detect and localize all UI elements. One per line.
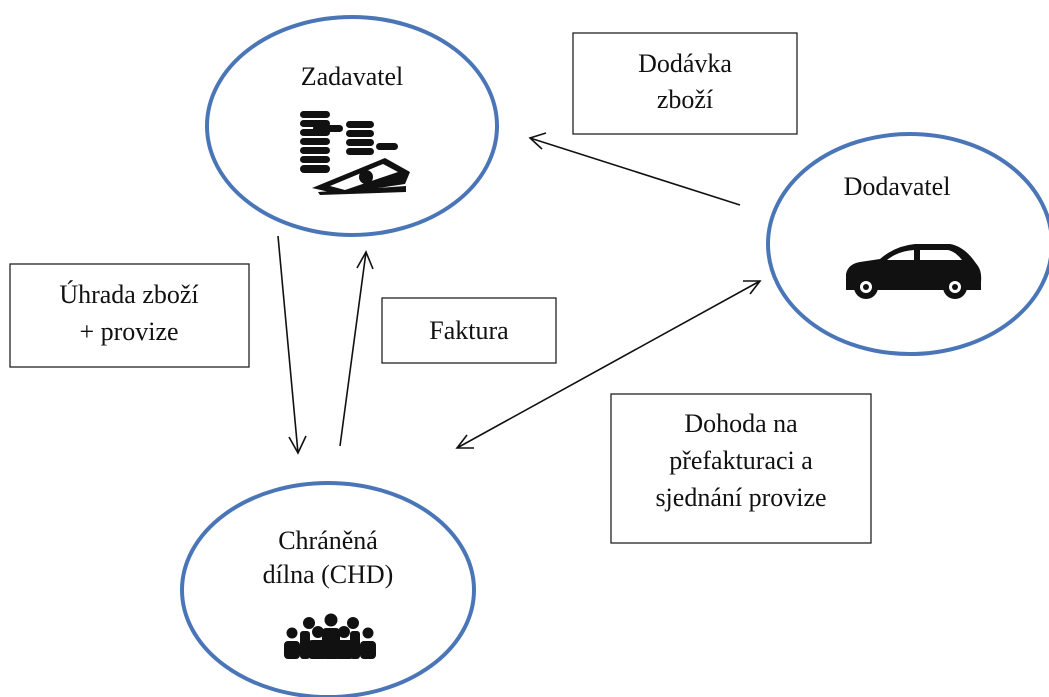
node-dodavatel: Dodavatel bbox=[766, 132, 1049, 356]
people-group-icon bbox=[284, 613, 376, 659]
node-chd: Chráněná dílna (CHD) bbox=[180, 481, 476, 697]
label-dodavka-box bbox=[572, 32, 798, 135]
label-faktura-box bbox=[381, 297, 557, 364]
label-dohoda-line2: přefakturaci a bbox=[669, 446, 813, 475]
car-icon bbox=[846, 244, 982, 299]
label-dodavka: Dodávka zboží bbox=[572, 32, 798, 135]
dodavatel-label: Dodavatel bbox=[844, 172, 951, 201]
arrowhead-dohoda-chd bbox=[455, 434, 474, 449]
arrow-dodavka bbox=[529, 137, 741, 206]
arrow-dohoda bbox=[456, 280, 761, 449]
label-uhrada-box bbox=[9, 263, 250, 368]
label-dohoda: Dohoda na přefakturaci a sjednání proviz… bbox=[610, 393, 872, 544]
chd-label-line1: Chráněná bbox=[278, 526, 378, 555]
label-dohoda-line3: sjednání provize bbox=[655, 483, 826, 512]
zadavatel-label: Zadavatel bbox=[301, 62, 404, 91]
arrow-faktura bbox=[339, 251, 367, 447]
arrow-uhrada bbox=[277, 235, 299, 454]
label-dohoda-line1: Dohoda na bbox=[684, 409, 798, 438]
node-zadavatel: Zadavatel bbox=[205, 15, 499, 237]
label-dodavka-line2: zboží bbox=[657, 85, 713, 114]
label-dodavka-line1: Dodávka bbox=[638, 49, 732, 78]
chd-label-line2: dílna (CHD) bbox=[263, 560, 394, 589]
coins-and-cash-icon bbox=[300, 111, 410, 195]
arrowhead-uhrada bbox=[288, 435, 307, 455]
arrowhead-dohoda-dodavatel bbox=[743, 280, 762, 295]
label-dohoda-box bbox=[610, 393, 872, 544]
ellipse-chd bbox=[180, 481, 476, 697]
arrowhead-faktura bbox=[356, 250, 374, 270]
arrowhead-dodavka bbox=[528, 132, 547, 150]
label-faktura-line1: Faktura bbox=[429, 316, 509, 345]
arrows bbox=[277, 132, 762, 455]
label-faktura: Faktura bbox=[381, 297, 557, 364]
ellipse-dodavatel bbox=[766, 132, 1049, 356]
label-uhrada-line1: Úhrada zboží bbox=[59, 280, 198, 309]
label-uhrada: Úhrada zboží + provize bbox=[9, 263, 250, 368]
label-uhrada-line2: + provize bbox=[79, 317, 178, 346]
